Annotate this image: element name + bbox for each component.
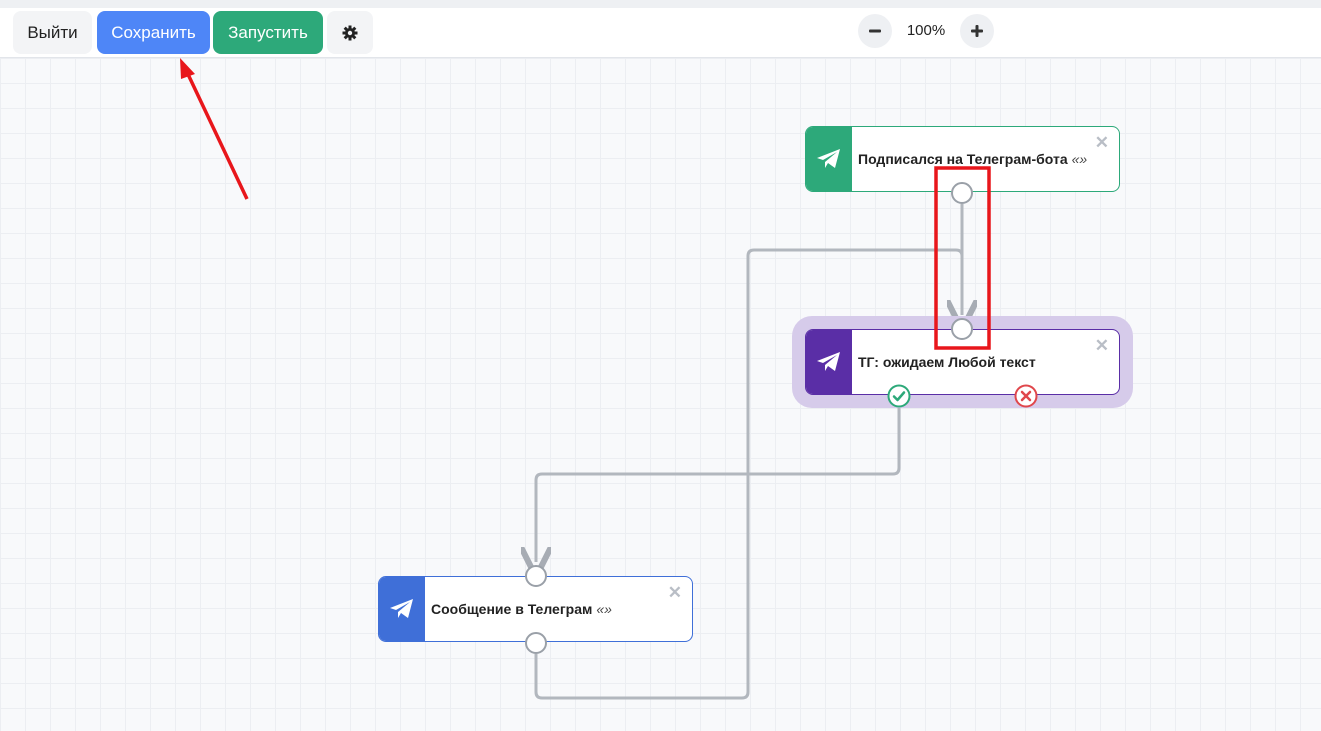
node-icon-area: [379, 577, 425, 641]
x-icon: [1020, 390, 1032, 402]
zoom-out-button[interactable]: [858, 14, 892, 48]
telegram-plane-icon: [390, 599, 413, 618]
node-title-quote: «»: [1071, 151, 1088, 167]
input-port[interactable]: [951, 318, 973, 340]
annotation-highlight-box: [934, 166, 991, 350]
success-port[interactable]: [887, 384, 911, 408]
run-button[interactable]: Запустить: [213, 11, 323, 54]
telegram-plane-icon: [817, 352, 840, 371]
gear-icon: [342, 25, 358, 40]
save-button[interactable]: Сохранить: [97, 11, 210, 54]
zoom-in-button[interactable]: [960, 14, 994, 48]
node-title: Сообщение в Телеграм «»: [425, 577, 612, 641]
node-title: ТГ: ожидаем Любой текст: [852, 330, 1036, 394]
close-icon[interactable]: ✕: [1094, 336, 1109, 355]
connection-line[interactable]: [534, 248, 964, 700]
close-icon[interactable]: ✕: [1094, 133, 1109, 152]
node-icon-area: [806, 127, 852, 191]
node-icon-area: [806, 330, 852, 394]
telegram-plane-icon: [817, 149, 840, 168]
settings-button[interactable]: [327, 11, 373, 54]
node-title: Подписался на Телеграм-бота «»: [852, 127, 1087, 191]
flow-node-telegram-wait-text[interactable]: ТГ: ожидаем Любой текст ✕: [805, 329, 1120, 395]
minus-icon: [869, 29, 881, 33]
node-title-text: Сообщение в Телеграм: [431, 601, 593, 617]
toolbar: Выйти Сохранить Запустить 100%: [0, 0, 1321, 58]
plus-icon: [971, 25, 983, 37]
exit-button[interactable]: Выйти: [13, 11, 92, 54]
connection-line[interactable]: [536, 408, 901, 562]
annotation-arrowhead: [180, 58, 195, 79]
check-icon: [892, 391, 906, 402]
zoom-level: 100%: [906, 22, 946, 39]
flow-node-telegram-subscribe[interactable]: Подписался на Телеграм-бота «» ✕: [805, 126, 1120, 192]
flow-node-telegram-message[interactable]: Сообщение в Телеграм «» ✕: [378, 576, 693, 642]
node-title-text: Подписался на Телеграм-бота: [858, 151, 1068, 167]
node-title-text: ТГ: ожидаем Любой текст: [858, 354, 1036, 370]
failure-port[interactable]: [1014, 384, 1038, 408]
node-title-quote: «»: [596, 601, 612, 617]
close-icon[interactable]: ✕: [667, 583, 682, 602]
output-port[interactable]: [951, 182, 973, 204]
annotation-arrow: [184, 69, 249, 200]
output-port[interactable]: [525, 632, 547, 654]
input-port[interactable]: [525, 565, 547, 587]
